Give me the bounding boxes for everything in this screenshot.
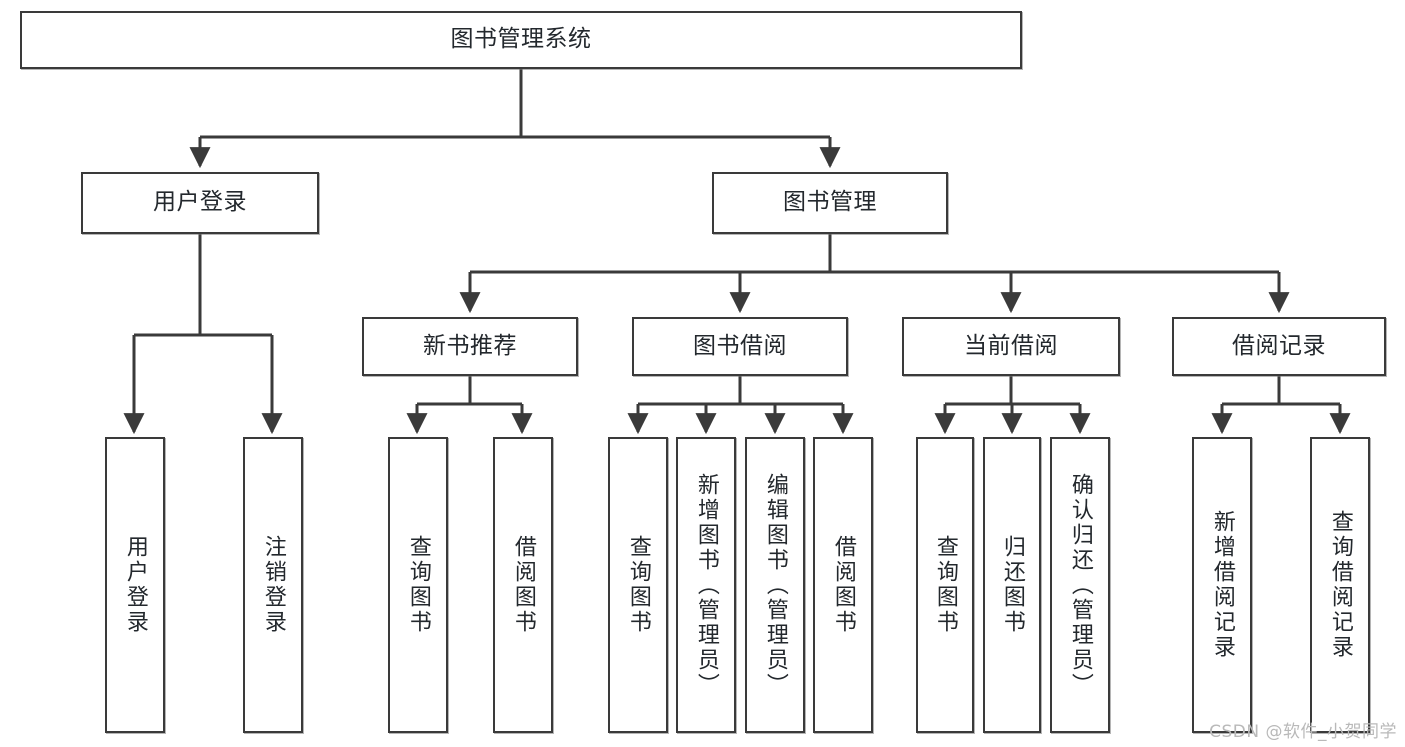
node-borrow-record[interactable]: 借阅记录 bbox=[1172, 317, 1386, 376]
node-leaf-borrow-book-2[interactable]: 借阅图书 bbox=[813, 437, 873, 733]
node-leaf-query-book-2[interactable]: 查询图书 bbox=[608, 437, 668, 733]
node-root-label: 图书管理系统 bbox=[450, 26, 592, 53]
watermark-text: CSDN @软件_小贺同学 bbox=[1209, 722, 1397, 742]
node-book-manage-label: 图书管理 bbox=[783, 189, 877, 216]
node-leaf-add-book[interactable]: 新增图书（管理员） bbox=[676, 437, 736, 733]
node-leaf-query-book-2-label: 查询图书 bbox=[625, 535, 651, 635]
node-leaf-query-book-1[interactable]: 查询图书 bbox=[388, 437, 448, 733]
node-leaf-query-book-3[interactable]: 查询图书 bbox=[916, 437, 974, 733]
node-leaf-query-record-label: 查询借阅记录 bbox=[1327, 510, 1353, 660]
node-leaf-return-book[interactable]: 归还图书 bbox=[983, 437, 1041, 733]
node-leaf-add-book-label: 新增图书（管理员） bbox=[693, 472, 719, 698]
node-current-borrow-label: 当前借阅 bbox=[964, 332, 1058, 359]
node-leaf-borrow-book-2-label: 借阅图书 bbox=[830, 535, 856, 635]
node-leaf-add-record-label: 新增借阅记录 bbox=[1209, 510, 1235, 660]
node-user-login-label: 用户登录 bbox=[153, 189, 247, 216]
node-leaf-edit-book-label: 编辑图书（管理员） bbox=[762, 472, 788, 698]
node-leaf-confirm-return[interactable]: 确认归还（管理员） bbox=[1050, 437, 1110, 733]
node-leaf-query-book-3-label: 查询图书 bbox=[932, 535, 958, 635]
node-leaf-edit-book[interactable]: 编辑图书（管理员） bbox=[745, 437, 805, 733]
node-leaf-add-record[interactable]: 新增借阅记录 bbox=[1192, 437, 1252, 733]
node-root[interactable]: 图书管理系统 bbox=[20, 11, 1022, 69]
node-borrow-record-label: 借阅记录 bbox=[1232, 332, 1326, 359]
node-leaf-borrow-book-1[interactable]: 借阅图书 bbox=[493, 437, 553, 733]
node-leaf-logout-label: 注销登录 bbox=[260, 535, 286, 635]
node-current-borrow[interactable]: 当前借阅 bbox=[902, 317, 1120, 376]
node-book-borrow[interactable]: 图书借阅 bbox=[632, 317, 848, 376]
node-leaf-confirm-return-label: 确认归还（管理员） bbox=[1067, 472, 1093, 698]
node-leaf-return-book-label: 归还图书 bbox=[999, 535, 1025, 635]
node-new-book-recommend-label: 新书推荐 bbox=[423, 332, 517, 359]
node-leaf-user-login-label: 用户登录 bbox=[122, 535, 148, 635]
node-book-borrow-label: 图书借阅 bbox=[693, 332, 787, 359]
node-leaf-logout[interactable]: 注销登录 bbox=[243, 437, 303, 733]
node-leaf-query-record[interactable]: 查询借阅记录 bbox=[1310, 437, 1370, 733]
node-leaf-query-book-1-label: 查询图书 bbox=[405, 535, 431, 635]
node-leaf-user-login[interactable]: 用户登录 bbox=[105, 437, 165, 733]
node-book-manage[interactable]: 图书管理 bbox=[712, 172, 948, 234]
node-user-login[interactable]: 用户登录 bbox=[81, 172, 319, 234]
node-new-book-recommend[interactable]: 新书推荐 bbox=[362, 317, 578, 376]
node-leaf-borrow-book-1-label: 借阅图书 bbox=[510, 535, 536, 635]
